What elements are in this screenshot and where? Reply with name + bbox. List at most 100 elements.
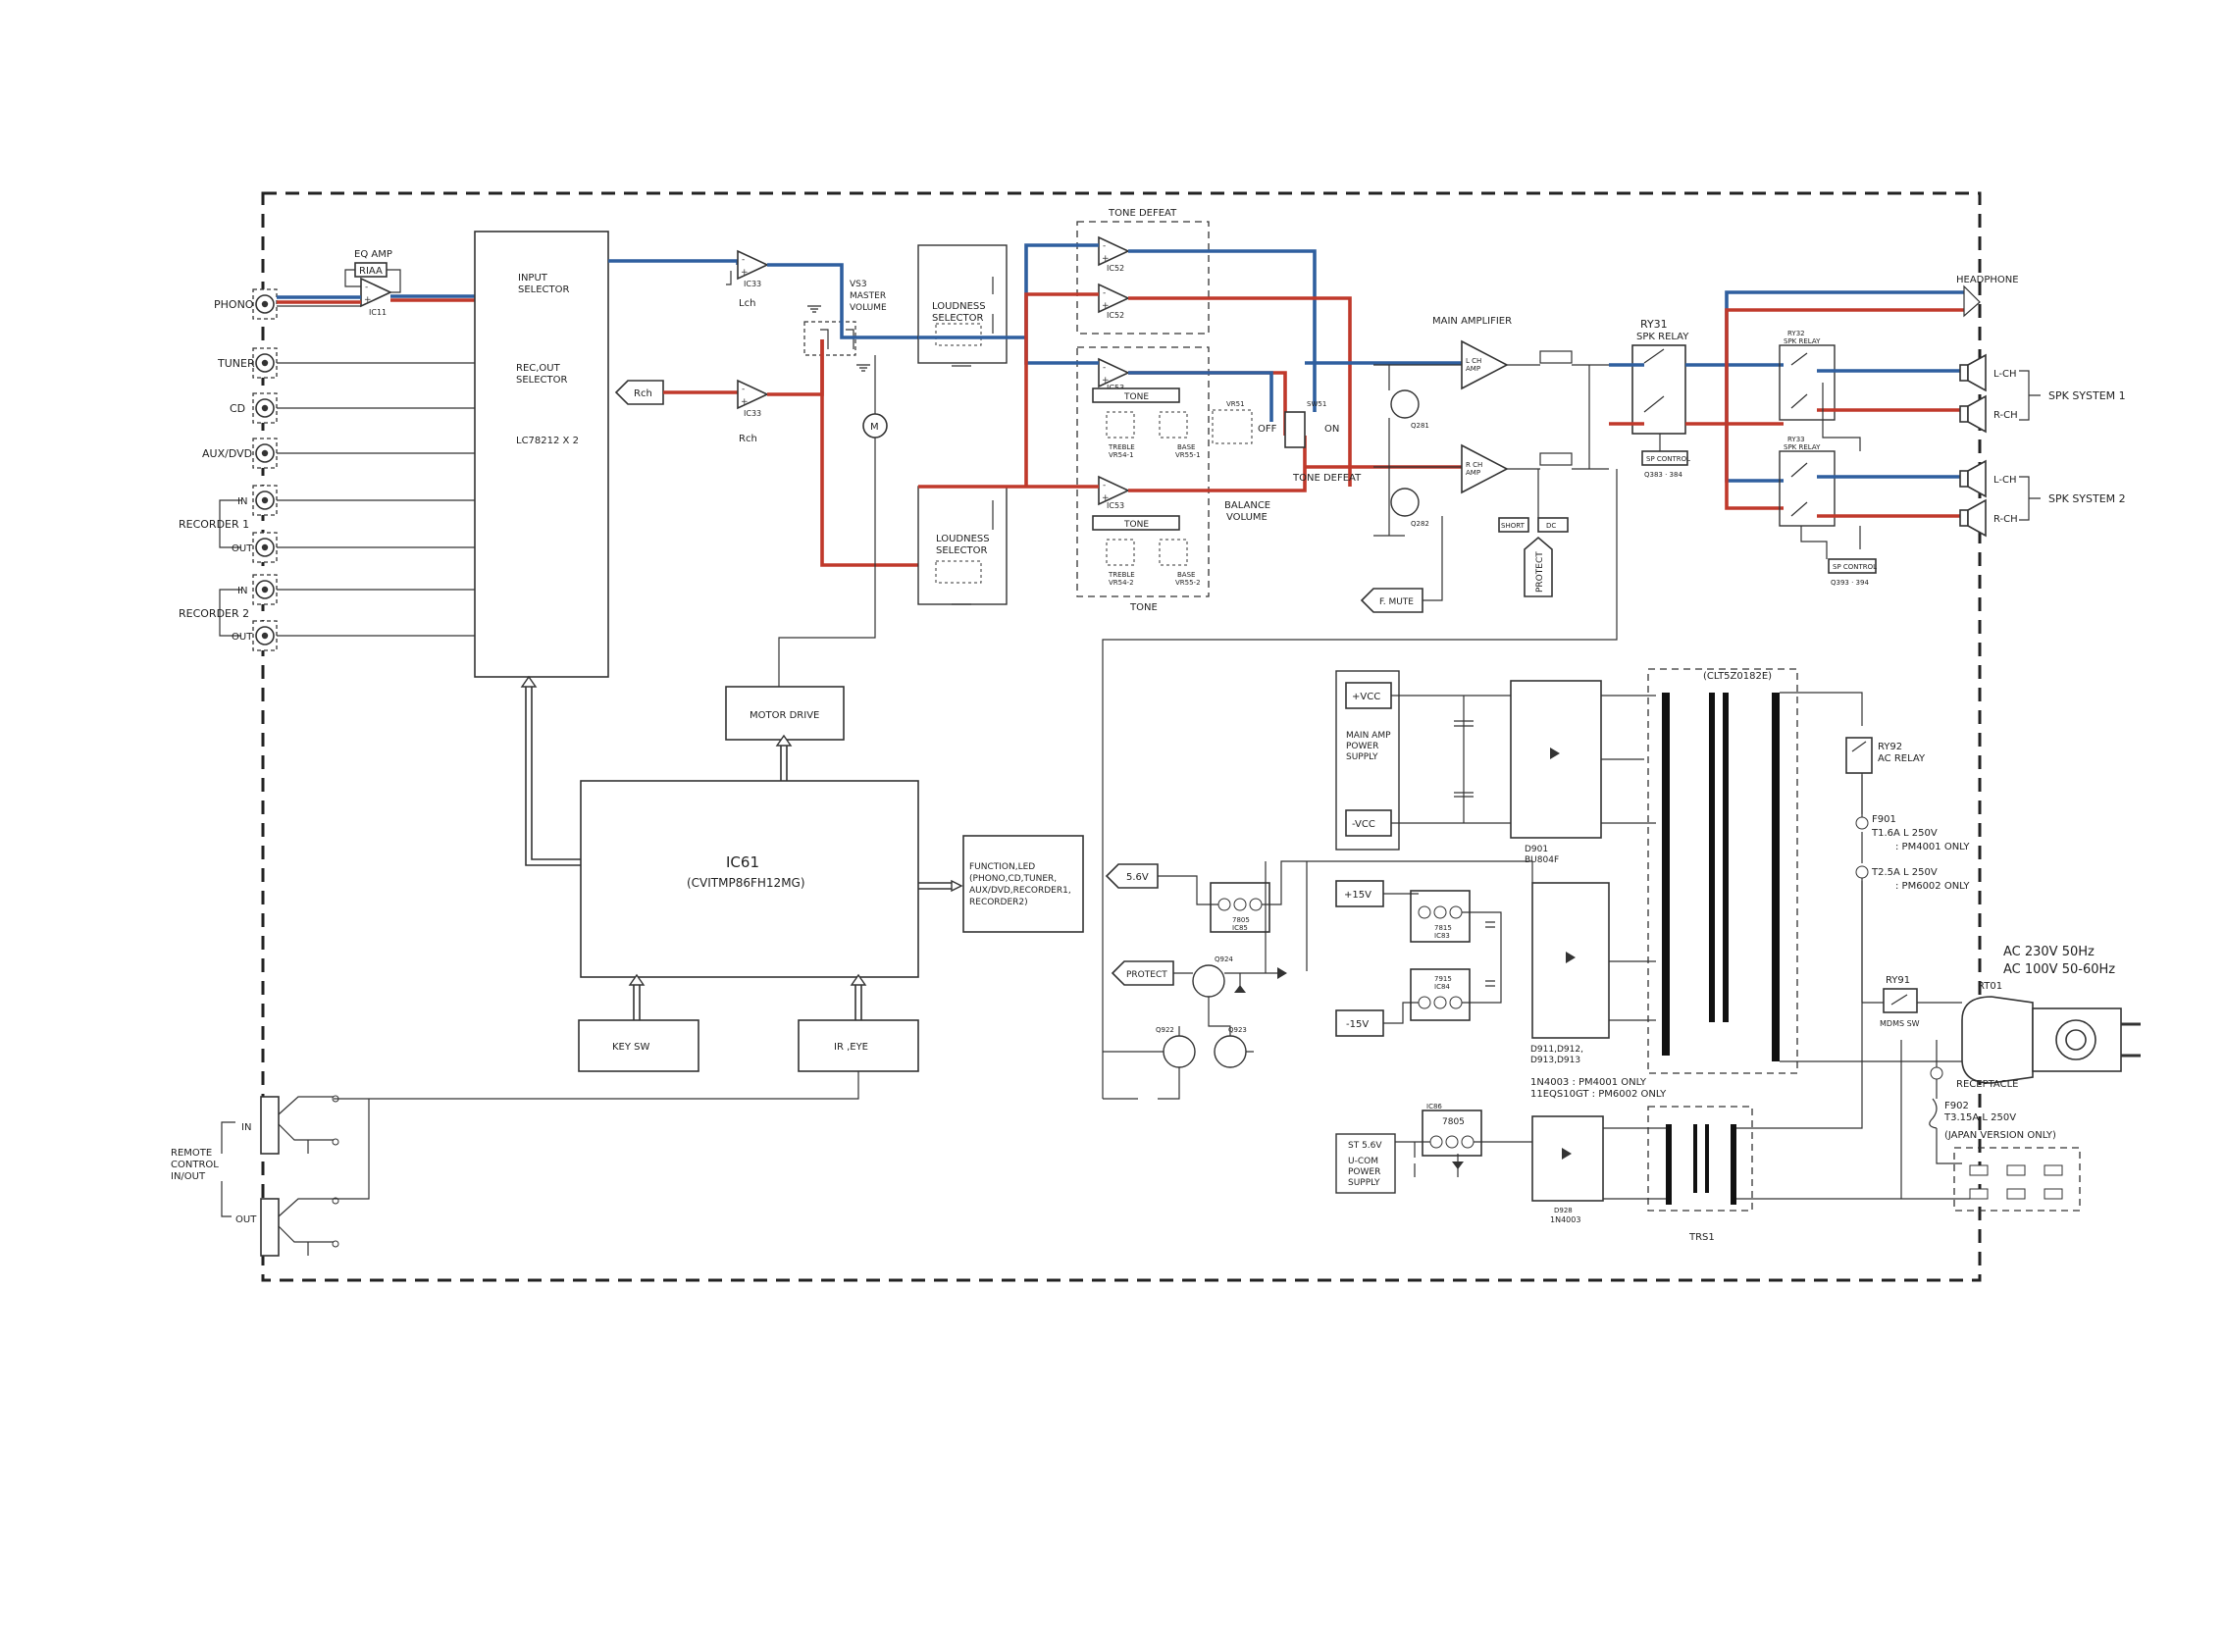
speaker-l1 <box>1959 353 1987 392</box>
rch-amp <box>1461 443 1509 494</box>
sp-control2-sub: Q393 · 394 <box>1831 579 1869 587</box>
selector-chip-label: LC78212 X 2 <box>516 436 579 446</box>
ry92-relay <box>1845 737 1873 774</box>
ic33-rch-amp <box>737 380 768 409</box>
ic11-label: IC11 <box>369 308 387 317</box>
key-sw-label: KEY SW <box>612 1042 650 1053</box>
st56-label: ST 5.6V <box>1348 1141 1382 1151</box>
rt01-label: RT01 <box>1978 981 2002 992</box>
function-led-label-2: (PHONO,CD,TUNER, <box>969 874 1057 884</box>
remote-label-1: REMOTE <box>171 1148 212 1159</box>
lch-out1-label: L-CH <box>1993 369 2017 380</box>
remote-out-label: OUT <box>235 1214 257 1225</box>
f902-rating: T3.15A L 250V <box>1943 1112 2016 1123</box>
f901-t1-note: : PM4001 ONLY <box>1895 842 1970 852</box>
d901-label-2: BU804F <box>1525 855 1559 865</box>
main-transformer-box <box>1647 668 1798 1074</box>
diode-note-1: 1N4003 : PM4001 ONLY <box>1530 1077 1647 1088</box>
d928-label-1: D928 <box>1554 1207 1573 1214</box>
ry33-sub: SPK RELAY <box>1784 443 1821 451</box>
phono-jack <box>252 288 278 320</box>
cd-jack <box>252 392 278 424</box>
p15-label: +15V <box>1344 890 1371 901</box>
m15-label: -15V <box>1346 1019 1369 1030</box>
rch-out1-label: R-CH <box>1993 410 2018 421</box>
speaker-r2 <box>1959 498 1987 538</box>
base1-label-2: VR55-1 <box>1175 451 1201 459</box>
treble2-label-2: VR54-2 <box>1109 579 1134 587</box>
mdms-label: MDMS SW <box>1880 1019 1920 1028</box>
master-volume-box <box>803 321 856 356</box>
ucom-label-2: POWER <box>1348 1167 1380 1177</box>
ic86-label: IC86 <box>1426 1103 1442 1110</box>
ry31-label: RY31 <box>1640 318 1668 331</box>
function-led-label-4: RECORDER2) <box>969 898 1028 907</box>
short-box <box>1498 517 1529 533</box>
recorder1-label: RECORDER 1 <box>179 518 249 531</box>
ry32-relay <box>1779 344 1836 421</box>
recout-selector-label-2: SELECTOR <box>516 375 568 386</box>
ic33-lch-amp <box>737 250 768 280</box>
riaa-label: RIAA <box>359 266 383 277</box>
q282-label: Q282 <box>1411 520 1429 528</box>
input-selector-block <box>474 231 609 678</box>
q924-label: Q924 <box>1215 955 1233 963</box>
motor-drive-block <box>725 686 845 741</box>
function-led-label-1: FUNCTION,LED <box>969 862 1035 872</box>
ic52b-label: IC52 <box>1107 311 1124 320</box>
ry31-relay <box>1631 344 1686 435</box>
ic53b-label: IC53 <box>1107 501 1124 510</box>
function-led-block <box>962 835 1084 933</box>
main-amp-title: MAIN AMPLIFIER <box>1432 316 1512 327</box>
dc-label: DC <box>1546 522 1556 530</box>
v56-label: 5.6V <box>1126 872 1149 883</box>
ir-eye-block <box>798 1019 919 1072</box>
ic84-regulator <box>1410 968 1471 1021</box>
ry91-relay <box>1883 988 1918 1013</box>
speaker-r1 <box>1959 394 1987 434</box>
rch-amp-label-1: R CH <box>1466 461 1482 469</box>
tone-box <box>1076 346 1210 597</box>
f902-note: (JAPAN VERSION ONLY) <box>1944 1130 2056 1141</box>
sp-control1-label: SP CONTROL <box>1646 455 1690 463</box>
q922-label: Q922 <box>1156 1026 1174 1034</box>
ic52-upper <box>1098 236 1129 266</box>
sp-control1-box <box>1641 450 1688 466</box>
ic86-regulator <box>1422 1110 1482 1157</box>
input-selector-label-2: SELECTOR <box>518 284 570 295</box>
ic83-label-2: IC83 <box>1434 932 1450 940</box>
short-label: SHORT <box>1501 522 1526 530</box>
ry33-label: RY33 <box>1787 436 1805 443</box>
rec2-in-label: IN <box>237 586 247 596</box>
rec2-in-jack <box>252 574 278 605</box>
rec2-out-jack <box>252 620 278 651</box>
motor-label: M <box>870 422 879 433</box>
remote-out-jack <box>260 1197 339 1257</box>
receptacle-label: RECEPTACLE <box>1956 1079 2018 1090</box>
ic61-part: (CVITMP86FH12MG) <box>687 876 805 890</box>
sp-control2-label: SP CONTROL <box>1833 563 1877 571</box>
unit-frame <box>261 191 1982 1282</box>
q923-label: Q923 <box>1228 1026 1247 1034</box>
balance-label-1: BALANCE <box>1224 500 1270 511</box>
protect-tag <box>1524 536 1553 597</box>
aux-label: AUX/DVD <box>202 447 252 460</box>
on-label: ON <box>1324 424 1339 435</box>
ir-eye-label: IR ,EYE <box>834 1042 868 1053</box>
ry92-sub: AC RELAY <box>1878 753 1926 764</box>
remote-label-3: IN/OUT <box>171 1171 206 1182</box>
nvcc-box <box>1345 809 1392 837</box>
sp-control2-box <box>1828 558 1877 574</box>
lch-amp-label-1: L CH <box>1466 357 1481 365</box>
loudness-bottom-label-1: LOUDNESS <box>936 534 990 544</box>
loudness-top-label-1: LOUDNESS <box>932 301 986 312</box>
d901-label-1: D901 <box>1525 845 1548 854</box>
lch-label: Lch <box>739 298 755 309</box>
ic85-label-1: 7805 <box>1232 916 1250 924</box>
ic85-label-2: IC85 <box>1232 924 1248 932</box>
rec1-in-jack <box>252 485 278 516</box>
sw51-switch <box>1284 411 1306 448</box>
ry31-sub: SPK RELAY <box>1636 332 1689 342</box>
ry32-label: RY32 <box>1787 330 1805 337</box>
tone-bottom-label: TONE <box>1129 602 1158 613</box>
